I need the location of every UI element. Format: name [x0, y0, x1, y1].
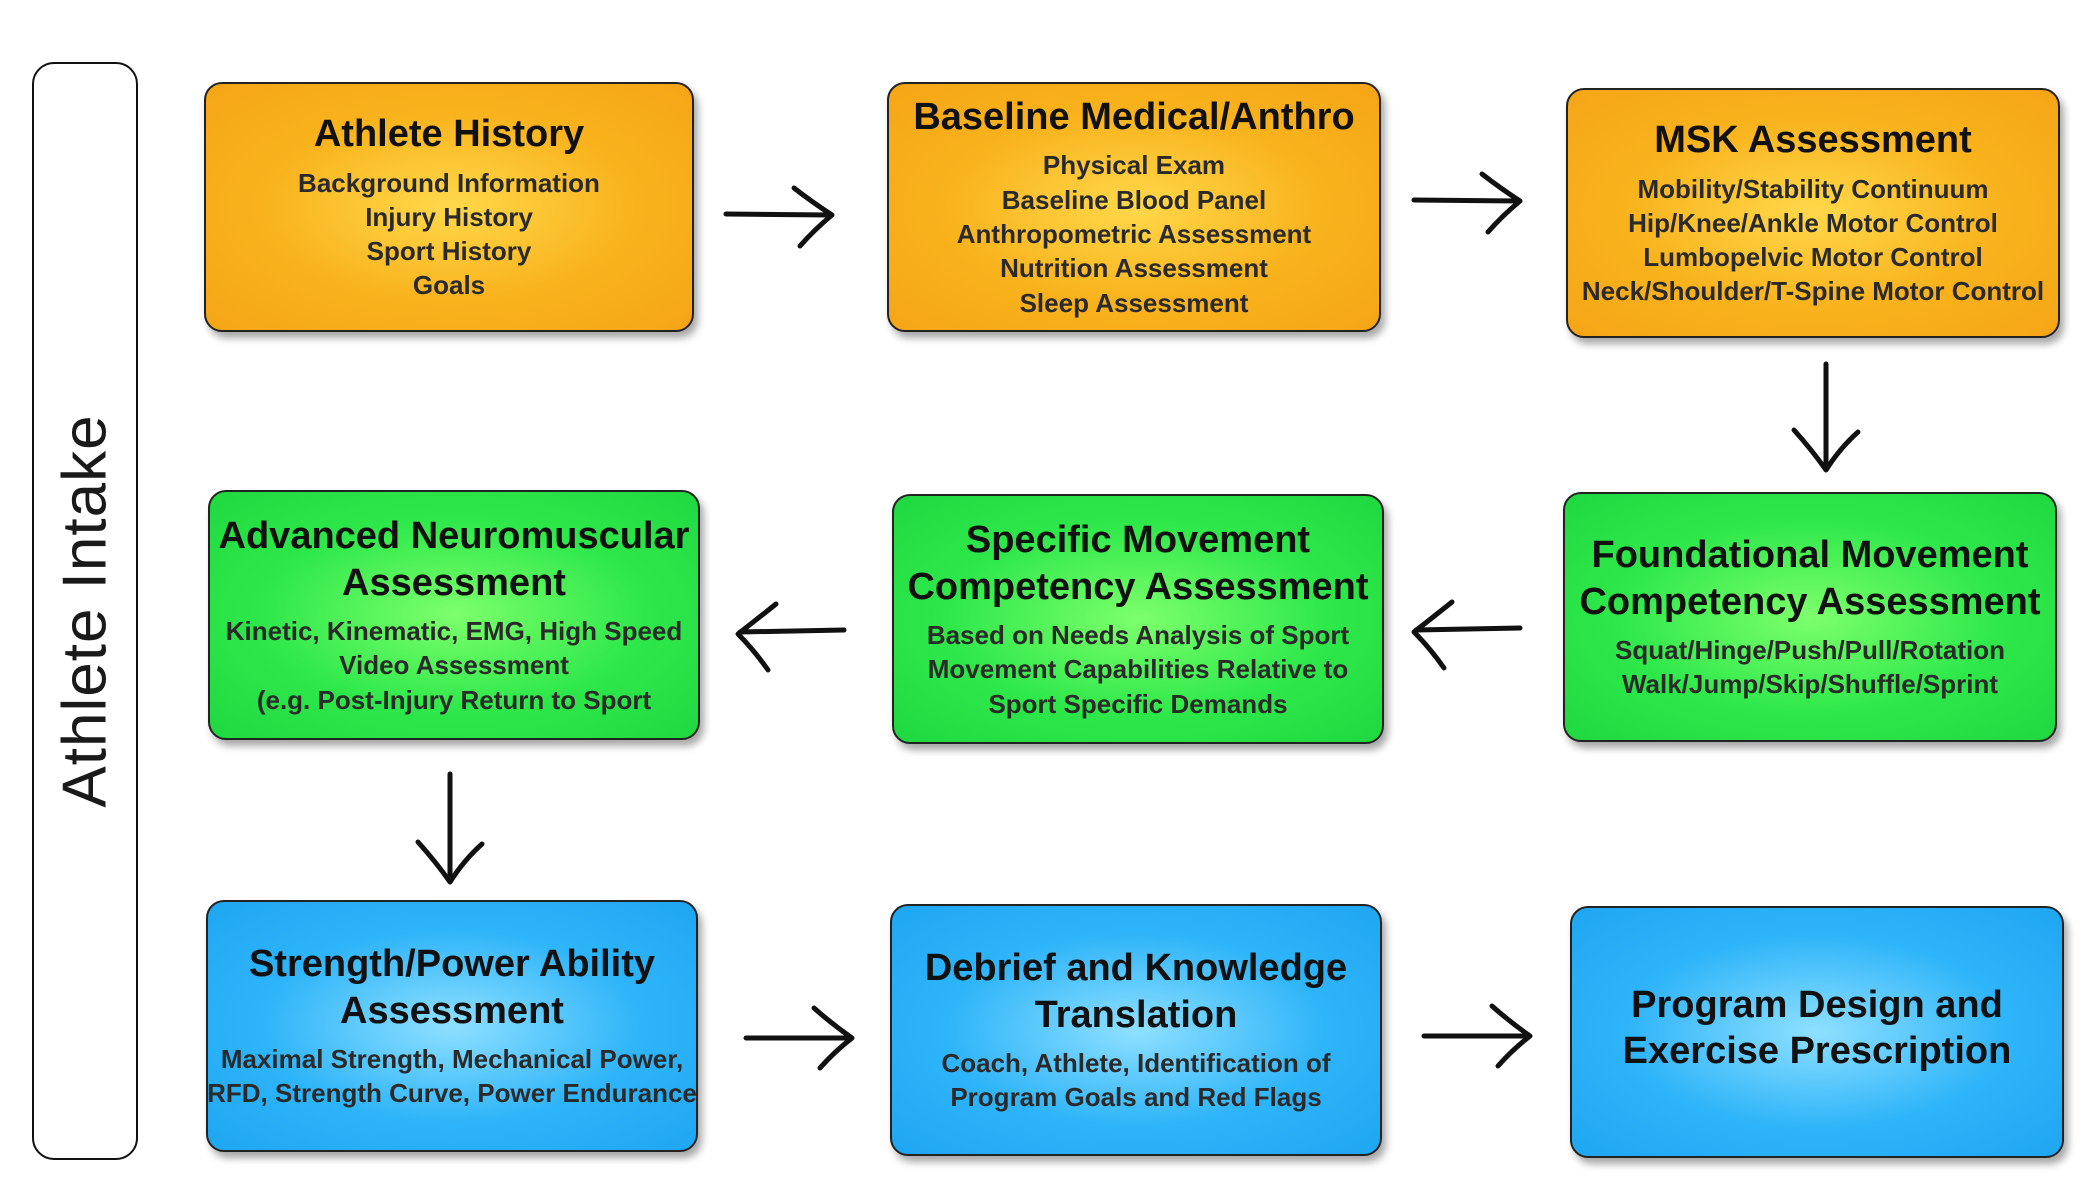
node-msk-assessment: MSK Assessment Mobility/Stability Contin…: [1566, 88, 2060, 338]
node-detail-line: Background Information: [298, 167, 600, 198]
node-title: Specific Movement Competency Assessment: [907, 519, 1369, 608]
node-title: Debrief and Knowledge Translation: [924, 947, 1348, 1036]
node-detail-line: Goals: [412, 270, 486, 301]
node-detail-line: Movement Capabilities Relative to: [927, 654, 1349, 685]
node-detail-line: Injury History: [365, 201, 533, 232]
athlete-intake-label: Athlete Intake: [50, 414, 120, 808]
arrow-right-icon: [722, 182, 842, 252]
node-title: Strength/Power Ability Assessment: [248, 943, 656, 1032]
node-detail-line: Neck/Shoulder/T-Spine Motor Control: [1581, 276, 2045, 307]
node-detail-line: Hip/Knee/Ankle Motor Control: [1628, 207, 1998, 238]
node-advanced-neuromuscular: Advanced Neuromuscular Assessment Kineti…: [208, 490, 700, 740]
node-details: Maximal Strength, Mechanical Power,RFD, …: [207, 1042, 697, 1111]
node-foundational-movement: Foundational Movement Competency Assessm…: [1563, 492, 2057, 742]
node-detail-line: Baseline Blood Panel: [1001, 184, 1267, 215]
arrow-right-icon: [1410, 168, 1530, 238]
node-specific-movement: Specific Movement Competency Assessment …: [892, 494, 1384, 744]
node-detail-line: (e.g. Post-Injury Return to Sport: [256, 684, 652, 715]
arrow-down-icon: [1786, 360, 1866, 480]
node-detail-line: Coach, Athlete, Identification of: [941, 1048, 1331, 1079]
node-detail-line: Nutrition Assessment: [1000, 253, 1268, 284]
node-title: Advanced Neuromuscular Assessment: [218, 515, 690, 604]
arrow-right-icon: [742, 1002, 862, 1072]
node-detail-line: Sport History: [366, 236, 532, 267]
node-detail-line: Lumbopelvic Motor Control: [1643, 242, 1983, 273]
node-title: MSK Assessment: [1654, 119, 1972, 162]
arrow-down-icon: [410, 770, 490, 890]
node-debrief: Debrief and Knowledge Translation Coach,…: [890, 904, 1382, 1156]
node-detail-line: RFD, Strength Curve, Power Endurance: [207, 1078, 697, 1109]
node-detail-line: Squat/Hinge/Push/Pull/Rotation: [1615, 635, 2005, 666]
node-detail-line: Program Goals and Red Flags: [950, 1082, 1322, 1113]
node-detail-line: Based on Needs Analysis of Sport: [926, 619, 1350, 650]
arrow-left-icon: [1404, 598, 1524, 678]
arrow-left-icon: [728, 600, 848, 680]
arrow-right-icon: [1420, 1000, 1540, 1070]
node-title: Foundational Movement Competency Assessm…: [1579, 534, 2041, 623]
node-detail-line: Sleep Assessment: [1019, 287, 1249, 318]
node-detail-line: Physical Exam: [1042, 150, 1226, 181]
node-detail-line: Mobility/Stability Continuum: [1637, 173, 1989, 204]
node-detail-line: Maximal Strength, Mechanical Power,: [220, 1044, 684, 1075]
node-title: Athlete History: [313, 113, 585, 156]
node-detail-line: Anthropometric Assessment: [956, 219, 1312, 250]
node-title: Baseline Medical/Anthro: [913, 96, 1355, 139]
node-detail-line: Kinetic, Kinematic, EMG, High Speed: [225, 615, 683, 646]
node-program-design: Program Design and Exercise Prescription: [1570, 906, 2064, 1158]
node-detail-line: Video Assessment: [339, 650, 569, 681]
node-detail-line: Walk/Jump/Skip/Shuffle/Sprint: [1621, 669, 1999, 700]
node-detail-line: Sport Specific Demands: [988, 688, 1288, 719]
athlete-intake-label-box: Athlete Intake: [32, 62, 138, 1160]
node-title: Program Design and Exercise Prescription: [1622, 983, 2012, 1072]
node-strength-power: Strength/Power Ability Assessment Maxima…: [206, 900, 698, 1152]
